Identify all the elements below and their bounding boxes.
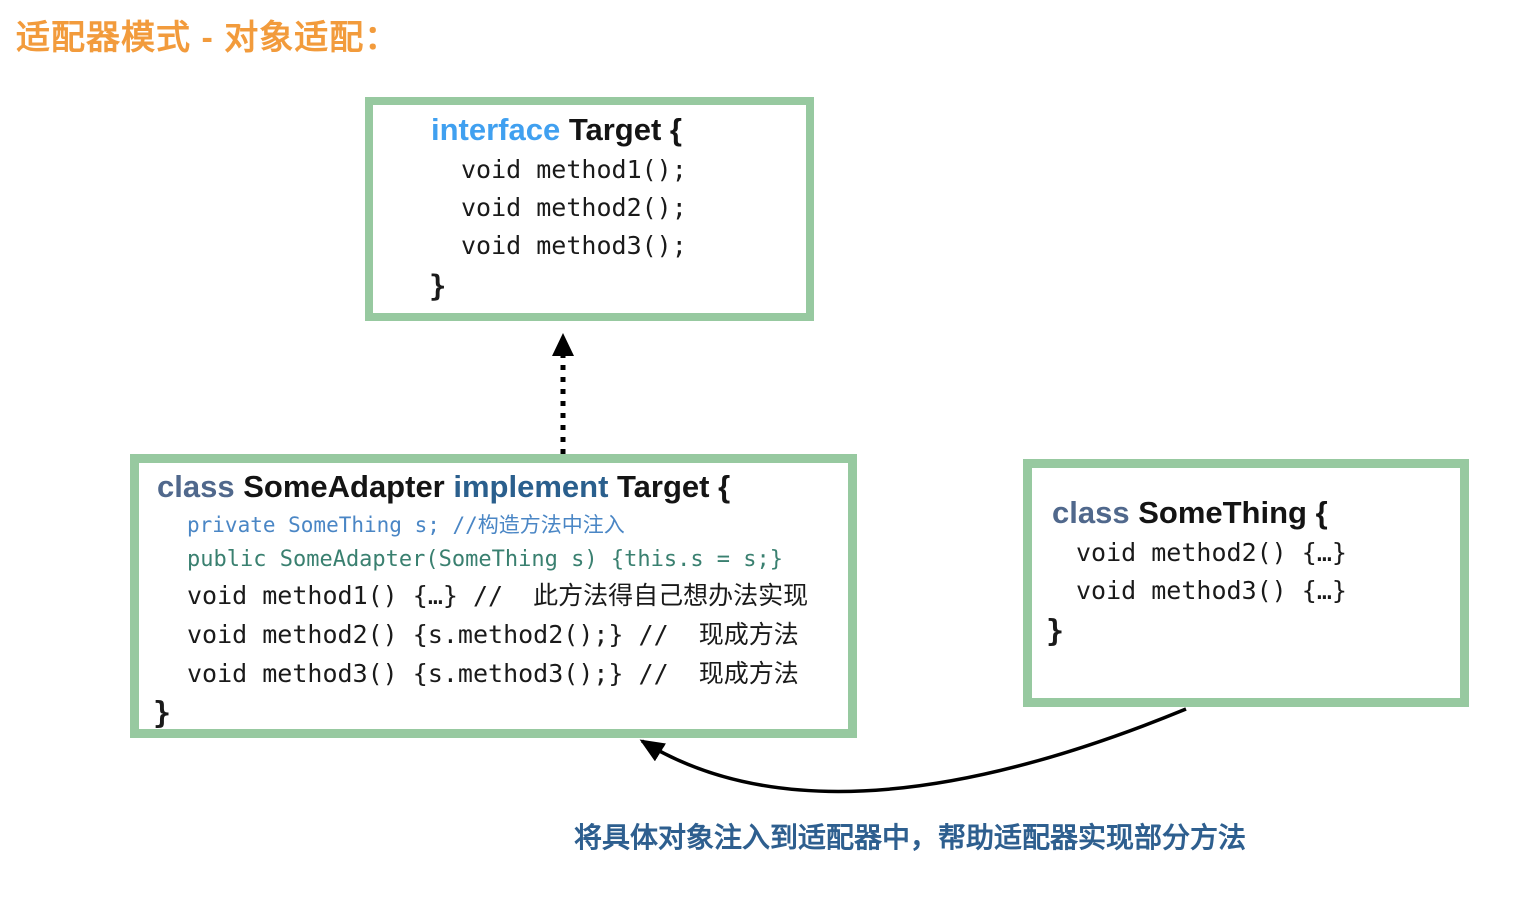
interface-keyword: interface (431, 112, 561, 147)
target-code-line: void method1(); (461, 155, 687, 184)
some-thing-class-box: class SomeThing { void method2() {…} voi… (1023, 459, 1469, 707)
something-code-line: void method2() {…} (1076, 538, 1347, 567)
adapter-method2-line: void method2() {s.method2();} // 现成方法 (187, 620, 799, 649)
adapter-method3-line: void method3() {s.method3();} // 现成方法 (187, 659, 799, 688)
class-keyword: class (1052, 495, 1130, 530)
adapter-method1-line: void method1() {…} // 此方法得自己想办法实现 (187, 581, 809, 610)
implement-keyword: implement (453, 469, 609, 504)
inheritance-arrowhead (552, 333, 574, 356)
target-interface-box: interface Target { void method1(); void … (365, 97, 814, 321)
target-code-line: void method2(); (461, 193, 687, 222)
adapter-closing-brace: } (153, 696, 172, 731)
class-keyword: class (157, 469, 235, 504)
target-box-header: interface Target { (431, 109, 806, 151)
target-closing-brace: } (429, 269, 447, 303)
something-class-name: SomeThing { (1138, 495, 1328, 530)
adapter-constructor-line: public SomeAdapter(SomeThing s) {this.s … (187, 547, 784, 572)
adapter-private-field-line: private SomeThing s; //构造方法中注入 (187, 513, 625, 537)
some-adapter-class-box: class SomeAdapter implement Target { pri… (130, 454, 857, 738)
adapter-class-name: SomeAdapter (243, 469, 445, 504)
inheritance-arrow (552, 333, 574, 454)
adapter-box-header: class SomeAdapter implement Target { (157, 465, 848, 509)
target-code-line: void method3(); (461, 231, 687, 260)
page-title: 适配器模式 - 对象适配： (16, 19, 400, 57)
something-code-line: void method3() {…} (1076, 576, 1347, 605)
something-closing-brace: } (1046, 614, 1065, 649)
implemented-interface-name: Target { (617, 469, 731, 504)
injection-caption: 将具体对象注入到适配器中，帮助适配器实现部分方法 (573, 822, 1246, 853)
something-box-header: class SomeThing { (1052, 492, 1460, 534)
target-name: Target { (568, 112, 682, 147)
